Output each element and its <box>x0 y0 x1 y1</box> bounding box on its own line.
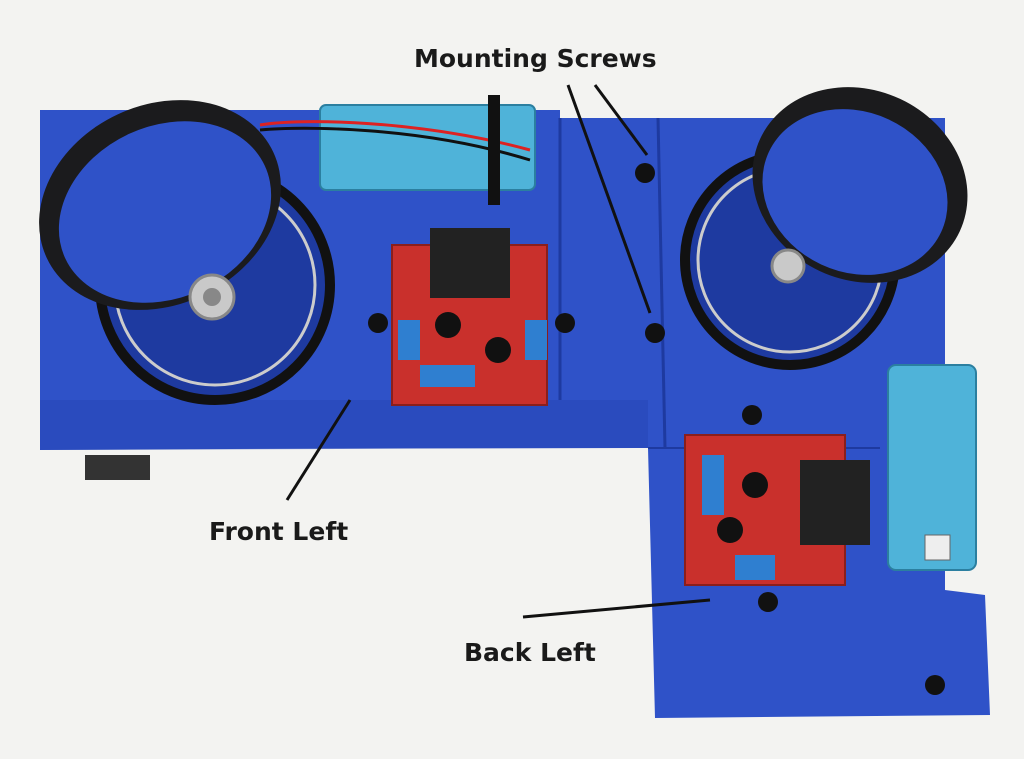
right-wheel <box>680 87 968 370</box>
pointer-lines <box>285 84 711 619</box>
right-motor <box>887 364 977 571</box>
hub-nut <box>770 248 806 284</box>
switch <box>85 455 150 480</box>
left-wheel <box>39 100 335 405</box>
pointer-line <box>522 598 711 619</box>
front-driver-board <box>391 228 548 406</box>
back-driver-board <box>684 434 870 586</box>
mounting-screw <box>645 323 665 343</box>
pointer-line <box>285 399 352 501</box>
front-left-label: Front Left <box>209 517 349 546</box>
pointer-line <box>566 84 652 314</box>
top-motor <box>259 95 536 205</box>
screws <box>368 163 945 695</box>
mounting-screws-label: Mounting Screws <box>414 44 657 73</box>
back-left-label: Back Left <box>464 638 596 667</box>
pointer-line <box>593 84 649 156</box>
mounting-screw <box>635 163 655 183</box>
